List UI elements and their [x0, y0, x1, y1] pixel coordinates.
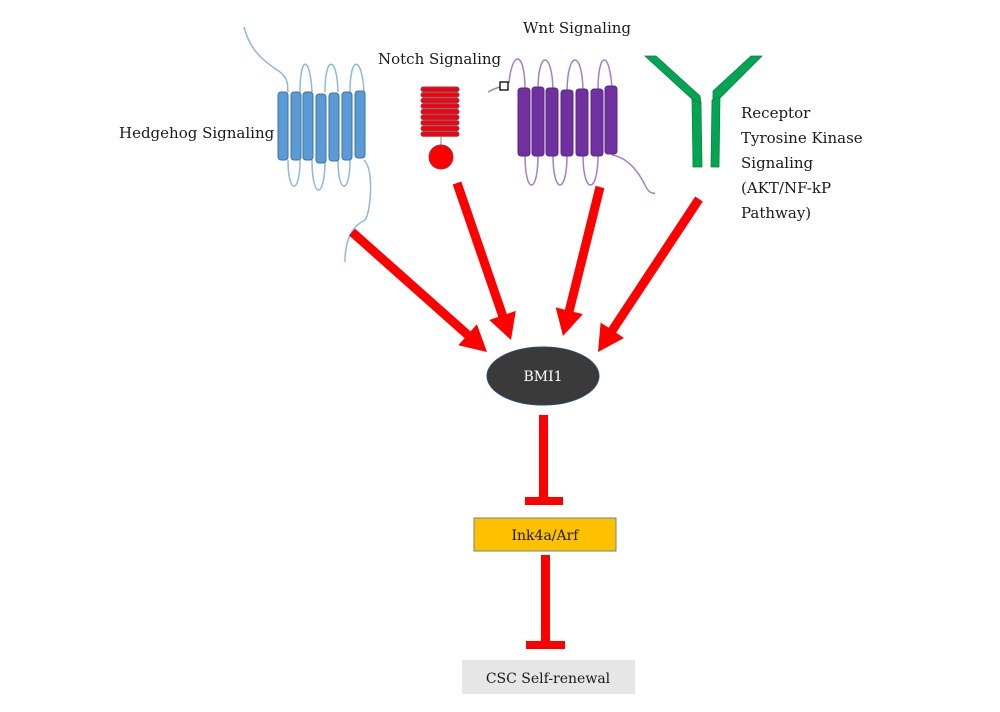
helix: [545, 87, 559, 157]
helix: [277, 91, 289, 161]
csc-self-renewal-node: CSC Self-renewal: [462, 660, 635, 694]
rtk-receptor-icon: [643, 55, 763, 168]
csc-label: CSC Self-renewal: [486, 671, 611, 687]
bmi1-ellipse: [486, 346, 600, 406]
inhibition-stem: [539, 415, 548, 500]
egf-repeat: [420, 86, 460, 92]
hedgehog-receptor-icon: [243, 26, 372, 263]
csc-box: [462, 660, 635, 694]
arrow-rtk-to-bmi1: [598, 196, 703, 352]
rtk-label-line: Tyrosine Kinase: [741, 129, 863, 147]
notch-label: Notch Signaling: [378, 50, 502, 68]
ink4a-box: [473, 517, 617, 552]
rtk-label: Receptor Tyrosine Kinase Signaling (AKT/…: [741, 101, 891, 226]
helix: [575, 88, 589, 157]
egf-repeat: [420, 114, 460, 120]
bmi1-label: BMI1: [523, 369, 562, 385]
helix: [328, 92, 340, 162]
helix: [302, 91, 314, 161]
inhibition-bar: [526, 641, 565, 649]
helix: [590, 88, 604, 157]
inhibition-ink4a-csc: [526, 555, 565, 649]
hedgehog-label: Hedgehog Signaling: [119, 124, 275, 142]
egf-repeat: [420, 120, 460, 126]
helix: [354, 90, 366, 159]
egf-repeat: [420, 92, 460, 98]
bmi1-node: BMI1: [486, 346, 600, 406]
egf-repeat: [420, 131, 460, 137]
ink4a-arf-node: Ink4a/Arf: [473, 517, 617, 552]
arrow-hedgehog-to-bmi1: [349, 228, 487, 352]
helix: [341, 91, 353, 161]
helix: [531, 86, 545, 157]
helix: [517, 87, 531, 157]
wnt-label: Wnt Signaling: [523, 19, 632, 37]
activation-arrows: [349, 181, 703, 352]
egf-repeat: [420, 103, 460, 109]
rtk-label-line: Signaling: [741, 154, 814, 172]
egf-repeat: [420, 125, 460, 132]
inhibition-bar: [525, 497, 563, 505]
rtk-label-line: Receptor: [741, 104, 811, 122]
helix: [315, 93, 327, 164]
arrow-wnt-to-bmi1: [555, 185, 605, 336]
wnt-receptor-icon: [487, 58, 656, 194]
inhibition-bmi1-ink4a: [525, 415, 563, 505]
egf-repeat: [420, 97, 460, 104]
helix: [560, 89, 574, 157]
ink4a-label: Ink4a/Arf: [512, 528, 581, 544]
helix: [290, 91, 302, 161]
notch-receptor-icon: [420, 86, 460, 170]
arrow-notch-to-bmi1: [452, 181, 516, 340]
rtk-label-line: (AKT/NF-kP: [741, 179, 832, 197]
rtk-label-line: Pathway): [741, 204, 812, 222]
inhibition-stem: [541, 555, 550, 645]
egf-repeat: [420, 108, 460, 115]
helix: [604, 85, 618, 155]
